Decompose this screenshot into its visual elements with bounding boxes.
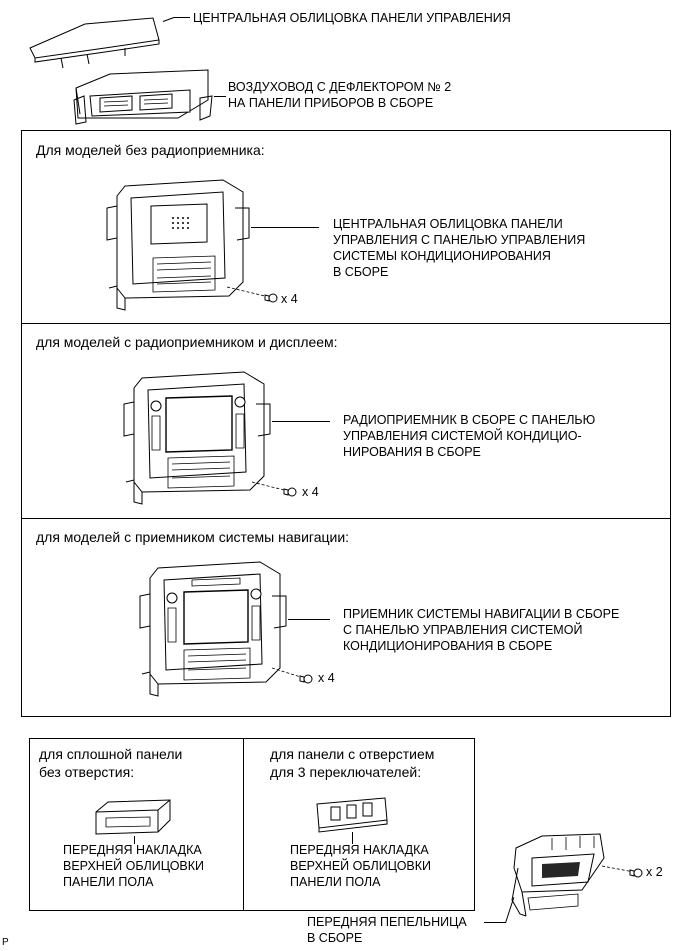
leader-line: [134, 836, 135, 844]
left-variant-label-line1: ПЕРЕДНЯЯ НАКЛАДКА: [63, 843, 202, 857]
leader-line: [251, 227, 319, 228]
ashtray-illustration: [508, 828, 608, 924]
screw-icon: [250, 478, 300, 500]
section-2-label-line2: УПРАВЛЕНИЯ СИСТЕМОЙ КОНДИЦИО-: [343, 429, 582, 443]
section-3-header: для моделей с приемником системы навигац…: [36, 529, 350, 545]
left-variant-header-line2: без отверстия:: [39, 764, 135, 780]
section-3-label-line3: КОНДИЦИОНИРОВАНИЯ В СБОРЕ: [343, 639, 553, 653]
section-divider: [21, 518, 671, 519]
variants-box: [21, 130, 671, 717]
air-duct-label-line1: ВОЗДУХОВОД С ДЕФЛЕКТОРОМ № 2: [228, 80, 452, 94]
section-2-screw-qty: x 4: [302, 485, 319, 499]
section-1-header: Для моделей без радиоприемника:: [36, 142, 265, 158]
section-1-label-line2: УПРАВЛЕНИЯ С ПАНЕЛЬЮ УПРАВЛЕНИЯ: [333, 233, 586, 247]
switch-trim-panel-illustration: [313, 794, 391, 834]
right-variant-label-line2: ВЕРХНЕЙ ОБЛИЦОВКИ: [290, 859, 432, 873]
leader-line: [484, 922, 506, 923]
center-cover-illustration: [25, 10, 165, 75]
corner-mark: P: [2, 937, 9, 948]
section-1-label-line1: ЦЕНТРАЛЬНАЯ ОБЛИЦОВКА ПАНЕЛИ: [333, 217, 563, 231]
right-variant-label-line3: ПАНЕЛИ ПОЛА: [290, 875, 381, 889]
section-3-screw-qty: x 4: [318, 671, 335, 685]
screw-icon: [225, 283, 281, 305]
left-variant-header-line1: для сплошной панели: [39, 746, 183, 762]
ashtray-label-line1: ПЕРЕДНЯЯ ПЕПЕЛЬНИЦА: [307, 915, 467, 929]
column-divider: [243, 738, 244, 911]
screw-icon: [600, 862, 646, 880]
navigation-unit-illustration: [136, 560, 288, 702]
left-variant-label-line2: ВЕРХНЕЙ ОБЛИЦОВКИ: [63, 859, 205, 873]
solid-trim-panel-illustration: [92, 798, 174, 838]
screw-icon: [270, 664, 316, 688]
leader-line: [214, 96, 226, 97]
leader-line: [352, 832, 353, 844]
control-panel-no-radio-illustration: [103, 178, 251, 316]
leader-line: [174, 17, 190, 18]
cover-label: ЦЕНТРАЛЬНАЯ ОБЛИЦОВКА ПАНЕЛИ УПРАВЛЕНИЯ: [193, 11, 511, 25]
console-panel-variants-box: [29, 738, 475, 911]
section-1-label-line4: В СБОРЕ: [333, 265, 389, 279]
ashtray-screw-qty: x 2: [646, 865, 663, 879]
right-variant-label-line1: ПЕРЕДНЯЯ НАКЛАДКА: [290, 843, 429, 857]
right-variant-header-line2: для 3 переключателей:: [270, 764, 422, 780]
leader-line: [272, 421, 330, 422]
left-variant-label-line3: ПАНЕЛИ ПОЛА: [63, 875, 154, 889]
section-2-label-line3: НИРОВАНИЯ В СБОРЕ: [343, 445, 481, 459]
leader-line: [288, 619, 330, 620]
section-3-label-line2: С ПАНЕЛЬЮ УПРАВЛЕНИЯ СИСТЕМОЙ: [343, 623, 583, 637]
air-duct-illustration: [70, 66, 215, 128]
section-1-label-line3: СИСТЕМЫ КОНДИЦИОНИРОВАНИЯ: [333, 249, 551, 263]
section-2-label-line1: РАДИОПРИЕМНИК В СБОРЕ С ПАНЕЛЬЮ: [343, 413, 596, 427]
right-variant-header-line1: для панели с отверстием: [270, 746, 435, 762]
section-1-screw-qty: x 4: [281, 292, 298, 306]
radio-unit-illustration: [120, 370, 272, 510]
section-divider: [21, 323, 671, 324]
air-duct-label-line2: НА ПАНЕЛИ ПРИБОРОВ В СБОРЕ: [228, 96, 434, 110]
ashtray-label-line2: В СБОРЕ: [307, 931, 363, 945]
section-2-header: для моделей с радиоприемником и дисплеем…: [36, 334, 338, 350]
section-3-label-line1: ПРИЕМНИК СИСТЕМЫ НАВИГАЦИИ В СБОРЕ: [343, 607, 620, 621]
